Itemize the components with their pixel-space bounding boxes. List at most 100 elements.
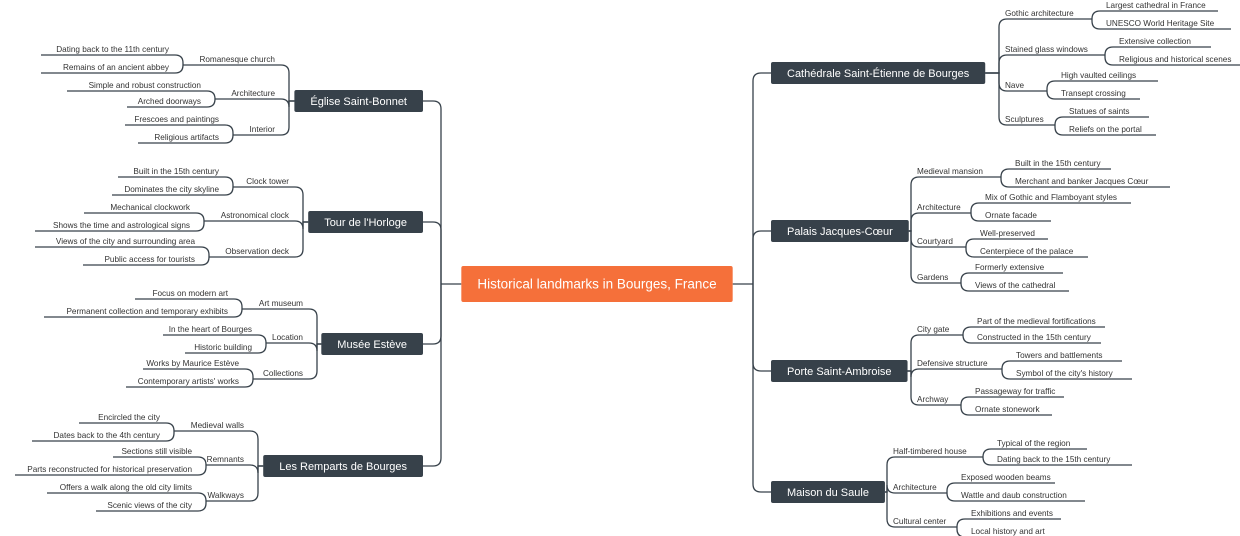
leaf-connector bbox=[982, 456, 1132, 466]
leaf-ornate-stonework[interactable]: Ornate stonework bbox=[975, 405, 1041, 414]
leaf-religious-artifacts[interactable]: Religious artifacts bbox=[154, 133, 219, 142]
root-topic-label: Historical landmarks in Bourges, France bbox=[477, 277, 716, 292]
leaf-connector bbox=[962, 326, 1105, 336]
edge-to-architecture bbox=[908, 212, 971, 232]
leaf-exhibitions-and-events[interactable]: Exhibitions and events bbox=[971, 509, 1053, 518]
branch-collections[interactable]: Collections bbox=[263, 369, 303, 378]
leaf-dates-back-to-the-4th-century[interactable]: Dates back to the 4th century bbox=[54, 431, 161, 440]
leaf-statues-of-saints[interactable]: Statues of saints bbox=[1069, 107, 1130, 116]
branch-gothic-architecture[interactable]: Gothic architecture bbox=[1005, 9, 1074, 18]
leaf-exposed-wooden-beams[interactable]: Exposed wooden beams bbox=[961, 473, 1051, 482]
leaf-public-access-for-tourists[interactable]: Public access for tourists bbox=[104, 255, 195, 264]
leaf-constructed-in-the-15th-century[interactable]: Constructed in the 15th century bbox=[977, 333, 1092, 342]
leaf-contemporary-artists-works[interactable]: Contemporary artists' works bbox=[138, 377, 239, 386]
branch-medieval-mansion[interactable]: Medieval mansion bbox=[917, 167, 983, 176]
branch-remnants[interactable]: Remnants bbox=[207, 455, 244, 464]
leaf-high-vaulted-ceilings[interactable]: High vaulted ceilings bbox=[1061, 71, 1136, 80]
leaf-religious-and-historical-scenes[interactable]: Religious and historical scenes bbox=[1119, 55, 1231, 64]
leaf-connector bbox=[960, 396, 1064, 406]
branch-medieval-walls[interactable]: Medieval walls bbox=[191, 421, 244, 430]
leaf-well-preserved[interactable]: Well-preserved bbox=[980, 229, 1035, 238]
branch-clock-tower[interactable]: Clock tower bbox=[246, 177, 289, 186]
leaf-largest-cathedral-in-france[interactable]: Largest cathedral in France bbox=[1106, 1, 1206, 10]
leaf-scenic-views-of-the-city[interactable]: Scenic views of the city bbox=[107, 501, 193, 510]
leaf-typical-of-the-region[interactable]: Typical of the region bbox=[997, 439, 1071, 448]
leaf-ornate-facade[interactable]: Ornate facade bbox=[985, 211, 1037, 220]
branch-archway[interactable]: Archway bbox=[917, 395, 949, 404]
topic-cathedrale-saint-etienne-de-bourges[interactable]: Cathédrale Saint-Étienne de Bourges bbox=[771, 62, 986, 84]
branch-walkways[interactable]: Walkways bbox=[207, 491, 244, 500]
branch-architecture[interactable]: Architecture bbox=[893, 483, 937, 492]
branch-gardens[interactable]: Gardens bbox=[917, 273, 948, 282]
leaf-unesco-world-heritage-site[interactable]: UNESCO World Heritage Site bbox=[1106, 19, 1215, 28]
branch-sculptures[interactable]: Sculptures bbox=[1005, 115, 1044, 124]
leaf-mix-of-gothic-and-flamboyant-styles[interactable]: Mix of Gothic and Flamboyant styles bbox=[985, 193, 1117, 202]
edge-to-cultural-center bbox=[884, 491, 957, 528]
leaf-encircled-the-city[interactable]: Encircled the city bbox=[98, 413, 161, 422]
leaf-shows-the-time-and-astrological-signs[interactable]: Shows the time and astrological signs bbox=[53, 221, 190, 230]
topic-eglise-saint-bonnet[interactable]: Église Saint-Bonnet bbox=[294, 90, 423, 112]
leaf-frescoes-and-paintings[interactable]: Frescoes and paintings bbox=[134, 115, 219, 124]
branch-art-museum[interactable]: Art museum bbox=[259, 299, 303, 308]
leaf-symbol-of-the-city-s-history[interactable]: Symbol of the city's history bbox=[1016, 369, 1114, 378]
leaf-built-in-the-15th-century[interactable]: Built in the 15th century bbox=[1015, 159, 1101, 168]
branch-astronomical-clock[interactable]: Astronomical clock bbox=[221, 211, 290, 220]
branch-architecture[interactable]: Architecture bbox=[917, 203, 961, 212]
leaf-merchant-and-banker-jacques-c-ur[interactable]: Merchant and banker Jacques Cœur bbox=[1015, 177, 1149, 186]
leaf-mechanical-clockwork[interactable]: Mechanical clockwork bbox=[110, 203, 191, 212]
topic-porte-saint-ambroise-label: Porte Saint-Ambroise bbox=[787, 366, 892, 378]
branch-observation-deck[interactable]: Observation deck bbox=[225, 247, 290, 256]
branch-interior[interactable]: Interior bbox=[250, 125, 276, 134]
leaf-formerly-extensive[interactable]: Formerly extensive bbox=[975, 263, 1045, 272]
leaf-connector bbox=[84, 212, 205, 222]
topic-palais-jacques-c-ur[interactable]: Palais Jacques-Cœur bbox=[771, 220, 909, 242]
topic-musee-esteve[interactable]: Musée Estève bbox=[321, 333, 423, 355]
leaf-views-of-the-city-and-surrounding-area[interactable]: Views of the city and surrounding area bbox=[56, 237, 196, 246]
leaf-dominates-the-city-skyline[interactable]: Dominates the city skyline bbox=[124, 185, 219, 194]
leaf-wattle-and-daub-construction[interactable]: Wattle and daub construction bbox=[961, 491, 1067, 500]
branch-defensive-structure[interactable]: Defensive structure bbox=[917, 359, 988, 368]
leaf-offers-a-walk-along-the-old-city-limits[interactable]: Offers a walk along the old city limits bbox=[60, 483, 192, 492]
leaf-built-in-the-15th-century[interactable]: Built in the 15th century bbox=[133, 167, 219, 176]
branch-architecture[interactable]: Architecture bbox=[231, 89, 275, 98]
leaf-connector bbox=[960, 272, 1063, 283]
leaf-towers-and-battlements[interactable]: Towers and battlements bbox=[1016, 351, 1102, 360]
branch-stained-glass-windows[interactable]: Stained glass windows bbox=[1005, 45, 1088, 54]
branch-romanesque-church[interactable]: Romanesque church bbox=[199, 55, 275, 64]
branch-nave[interactable]: Nave bbox=[1005, 81, 1025, 90]
leaf-in-the-heart-of-bourges[interactable]: In the heart of Bourges bbox=[169, 325, 252, 334]
edge-to-art-museum bbox=[242, 308, 322, 345]
leaf-arched-doorways[interactable]: Arched doorways bbox=[138, 97, 201, 106]
leaf-reliefs-on-the-portal[interactable]: Reliefs on the portal bbox=[1069, 125, 1142, 134]
branch-city-gate[interactable]: City gate bbox=[917, 325, 950, 334]
leaf-centerpiece-of-the-palace[interactable]: Centerpiece of the palace bbox=[980, 247, 1074, 256]
topic-porte-saint-ambroise[interactable]: Porte Saint-Ambroise bbox=[771, 360, 908, 382]
leaf-dating-back-to-the-15th-century[interactable]: Dating back to the 15th century bbox=[997, 455, 1111, 464]
leaf-transept-crossing[interactable]: Transept crossing bbox=[1061, 89, 1126, 98]
leaf-views-of-the-cathedral[interactable]: Views of the cathedral bbox=[975, 281, 1056, 290]
root-topic[interactable]: Historical landmarks in Bourges, France bbox=[461, 266, 733, 302]
leaf-dating-back-to-the-11th-century[interactable]: Dating back to the 11th century bbox=[56, 45, 170, 54]
leaf-focus-on-modern-art[interactable]: Focus on modern art bbox=[152, 289, 228, 298]
branch-cultural-center[interactable]: Cultural center bbox=[893, 517, 947, 526]
leaf-simple-and-robust-construction[interactable]: Simple and robust construction bbox=[89, 81, 202, 90]
leaf-historic-building[interactable]: Historic building bbox=[194, 343, 252, 352]
leaf-part-of-the-medieval-fortifications[interactable]: Part of the medieval fortifications bbox=[977, 317, 1096, 326]
leaf-connector bbox=[1104, 55, 1240, 66]
leaf-extensive-collection[interactable]: Extensive collection bbox=[1119, 37, 1191, 46]
leaf-permanent-collection-and-temporary-exhibits[interactable]: Permanent collection and temporary exhib… bbox=[66, 307, 228, 316]
leaf-remains-of-an-ancient-abbey[interactable]: Remains of an ancient abbey bbox=[63, 63, 170, 72]
leaf-sections-still-visible[interactable]: Sections still visible bbox=[121, 447, 192, 456]
leaf-works-by-maurice-esteve[interactable]: Works by Maurice Estève bbox=[146, 359, 239, 368]
leaf-local-history-and-art[interactable]: Local history and art bbox=[971, 527, 1045, 536]
branch-courtyard[interactable]: Courtyard bbox=[917, 237, 953, 246]
leaf-parts-reconstructed-for-historical-preservation[interactable]: Parts reconstructed for historical prese… bbox=[27, 465, 192, 474]
topic-maison-du-saule[interactable]: Maison du Saule bbox=[771, 481, 885, 503]
leaf-connector bbox=[1054, 125, 1156, 136]
edge-to-medieval-walls bbox=[174, 430, 264, 467]
topic-les-remparts-de-bourges[interactable]: Les Remparts de Bourges bbox=[263, 455, 423, 477]
leaf-passageway-for-traffic[interactable]: Passageway for traffic bbox=[975, 387, 1055, 396]
branch-location[interactable]: Location bbox=[272, 333, 303, 342]
topic-tour-de-l-horloge[interactable]: Tour de l'Horloge bbox=[308, 211, 423, 233]
branch-half-timbered-house[interactable]: Half-timbered house bbox=[893, 447, 967, 456]
